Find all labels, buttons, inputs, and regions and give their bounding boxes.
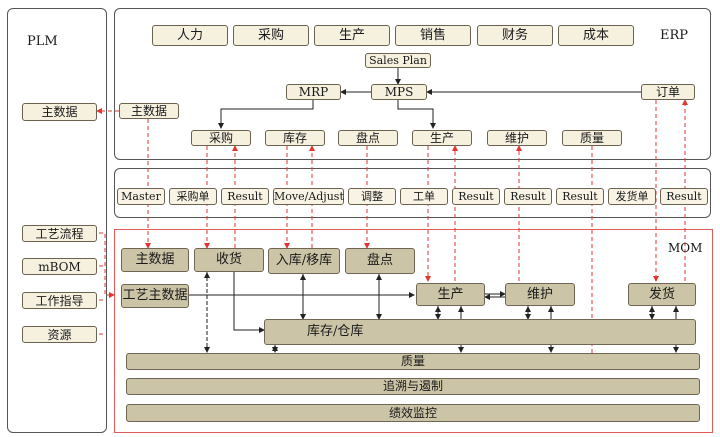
iface-adjust[interactable]: 调整 [348,188,396,205]
plm-panel [7,8,107,433]
erp-module-hr[interactable]: 人力 [152,25,228,46]
mom-traceability[interactable]: 追溯与遏制 [126,378,700,395]
plm-title: PLM [27,34,58,49]
plm-master-data[interactable]: 主数据 [22,103,97,121]
erp-func-procurement[interactable]: 采购 [191,130,251,146]
mom-performance-monitoring[interactable]: 绩效监控 [126,404,700,422]
mom-inventory-count[interactable]: 盘点 [345,248,415,274]
mom-maintenance[interactable]: 维护 [505,283,575,306]
iface-result-purchase[interactable]: Result [221,188,269,205]
mom-stock-in-move[interactable]: 入库/移库 [268,248,340,274]
iface-move-adjust[interactable]: Move/Adjust [273,188,344,205]
mom-shipping[interactable]: 发货 [628,283,696,306]
erp-order[interactable]: 订单 [641,84,695,100]
erp-module-production[interactable]: 生产 [314,25,390,46]
plm-resource[interactable]: 资源 [22,326,97,343]
mom-receiving[interactable]: 收货 [194,248,264,272]
plm-process-flow[interactable]: 工艺流程 [22,225,97,242]
mps[interactable]: MPS [371,84,427,100]
erp-module-finance[interactable]: 财务 [477,25,553,46]
mom-warehouse[interactable]: 库存/仓库 [264,319,696,345]
mom-master-data[interactable]: 主数据 [121,248,189,272]
erp-func-inventory[interactable]: 库存 [265,130,325,146]
iface-result-production[interactable]: Result [452,188,500,205]
erp-func-stocktake[interactable]: 盘点 [338,130,398,146]
iface-result-quality[interactable]: Result [556,188,604,205]
erp-func-quality[interactable]: 质量 [562,130,622,146]
mom-production[interactable]: 生产 [416,283,485,306]
erp-module-sales[interactable]: 销售 [395,25,471,46]
iface-master[interactable]: Master [117,188,165,205]
iface-shipping-order[interactable]: 发货单 [608,188,656,205]
iface-purchase-order[interactable]: 采购单 [169,188,217,205]
mom-panel [114,229,713,433]
mom-process-master-data[interactable]: 工艺主数据 [121,284,189,308]
erp-title: ERP [660,28,689,43]
erp-func-production[interactable]: 生产 [412,130,472,146]
erp-module-procurement[interactable]: 采购 [233,25,309,46]
mom-title: MOM [668,241,703,255]
mom-quality[interactable]: 质量 [126,353,700,370]
iface-work-order[interactable]: 工单 [400,188,448,205]
mrp[interactable]: MRP [286,84,341,100]
erp-module-cost[interactable]: 成本 [558,25,634,46]
plm-mbom[interactable]: mBOM [22,258,97,275]
sales-plan[interactable]: Sales Plan [365,53,431,68]
plm-work-instruction[interactable]: 工作指导 [22,292,97,309]
erp-func-maintenance[interactable]: 维护 [487,130,547,146]
iface-result-maintenance[interactable]: Result [504,188,552,205]
erp-master-data[interactable]: 主数据 [119,103,179,119]
iface-result-shipping[interactable]: Result [660,188,708,205]
